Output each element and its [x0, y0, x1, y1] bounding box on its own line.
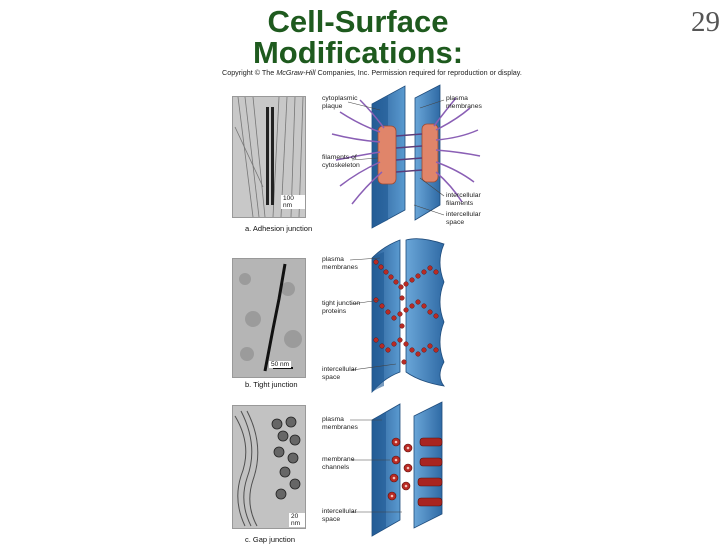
label-tight-intercellular-space: intercellular space: [322, 366, 357, 381]
label-adhesion-plasma-membranes: plasma membranes: [446, 95, 482, 110]
tight-caption: b. Tight junction: [245, 380, 298, 389]
gap-micrograph: 20 nm: [232, 405, 306, 529]
adhesion-plaque-right: [421, 123, 439, 183]
adhesion-micrograph: 100 nm: [232, 96, 306, 218]
label-tight-plasma-membranes: plasma membranes: [322, 256, 358, 271]
gap-diagram: [371, 401, 443, 537]
tight-junction-proteins: [373, 259, 439, 365]
tight-scale-label: 50 nm: [269, 361, 292, 368]
label-gap-intercellular-space: intercellular space: [322, 508, 357, 523]
label-intercellular-filaments: intercellular filaments: [446, 192, 481, 207]
tight-micrograph-image: [233, 259, 305, 377]
label-adhesion-intercellular-space: intercellular space: [446, 211, 481, 226]
adhesion-diagram: [331, 84, 481, 229]
adhesion-caption: a. Adhesion junction: [245, 224, 313, 233]
gap-micrograph-image: [233, 406, 305, 528]
adhesion-scale-label: 100 nm: [281, 195, 305, 209]
label-cytoplasmic-plaque: cytoplasmic plaque: [322, 95, 358, 110]
label-gap-plasma-membranes: plasma membranes: [322, 416, 358, 431]
tight-diagram: [371, 238, 445, 394]
tight-right-membrane: [405, 238, 445, 387]
gap-scale-label: 20 nm: [289, 513, 305, 527]
gap-membrane-channels: [387, 437, 443, 507]
label-filaments-of-cytoskeleton: filaments of cytoskeleton: [322, 154, 360, 169]
tight-micrograph: 50 nm: [232, 258, 306, 378]
adhesion-micrograph-image: [233, 97, 305, 217]
adhesion-cytoskeleton-filaments: [331, 97, 481, 205]
gap-caption: c. Gap junction: [245, 535, 296, 544]
label-tight-junction-proteins: tight junction proteins: [322, 300, 361, 315]
page-number: 29: [691, 6, 720, 38]
label-membrane-channels: membrane channels: [322, 456, 355, 471]
adhesion-plaque-left: [377, 125, 397, 185]
copyright-notice: Copyright © The McGraw-Hill Companies, I…: [222, 68, 522, 77]
slide-title-line1: Cell-Surface: [267, 4, 449, 39]
slide-title-line2: Modifications:: [252, 35, 464, 70]
